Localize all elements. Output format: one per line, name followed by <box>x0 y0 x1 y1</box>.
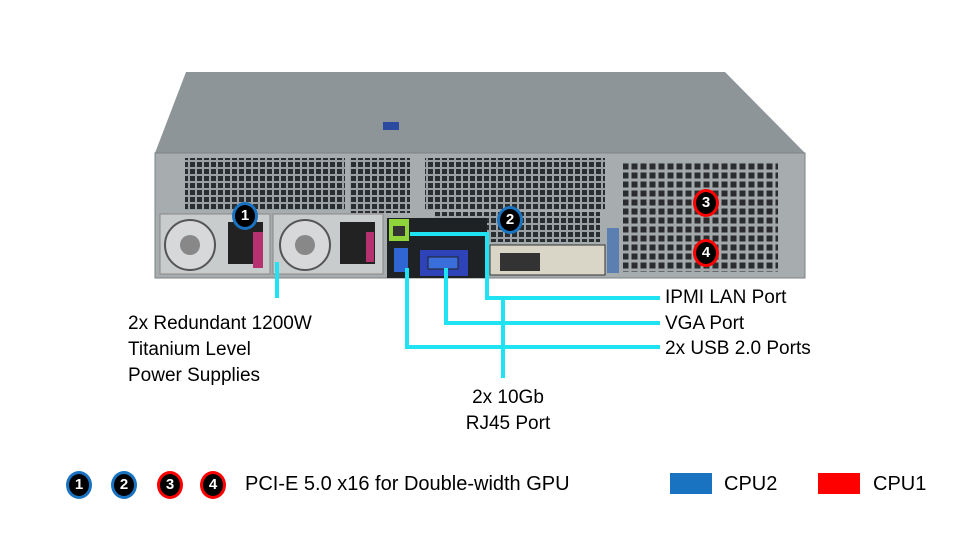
slot-badge-1: 1 <box>232 202 258 230</box>
cpu1-swatch <box>818 473 860 494</box>
vga-callout-line <box>444 268 660 325</box>
vga-label: VGA Port <box>665 313 745 334</box>
slot-badge-2: 2 <box>497 206 523 234</box>
legend-badge-3: 3 <box>157 471 183 499</box>
chassis-top <box>155 72 805 153</box>
latch <box>383 122 399 130</box>
slot-badge-4: 4 <box>693 239 719 267</box>
legend-badge-4: 4 <box>200 471 226 499</box>
rj45-label-line2: RJ45 Port <box>465 413 551 434</box>
slot-badge-3: 3 <box>693 189 719 217</box>
legend-slot-text: PCI-E 5.0 x16 for Double-width GPU <box>245 473 570 495</box>
callout-lines <box>275 232 660 378</box>
psu-label-line2: Titanium Level <box>128 339 251 360</box>
usb-ports <box>394 248 408 272</box>
psu-label-line1: 2x Redundant 1200W <box>128 313 312 334</box>
usb-callout-line <box>405 268 660 349</box>
legend-badge-1: 1 <box>66 471 92 499</box>
rj45-label-line1: 2x 10Gb <box>472 387 544 408</box>
cpu1-label: CPU1 <box>873 473 927 495</box>
ipmi-callout-line <box>410 232 660 300</box>
legend-badge-2: 2 <box>111 471 137 499</box>
ipmi-label: IPMI LAN Port <box>665 287 787 308</box>
psu-label-line3: Power Supplies <box>128 365 261 386</box>
cpu2-swatch <box>670 473 712 494</box>
cpu2-label: CPU2 <box>724 473 778 495</box>
usb-label: 2x USB 2.0 Ports <box>665 338 811 359</box>
power-supply-2 <box>272 213 384 275</box>
